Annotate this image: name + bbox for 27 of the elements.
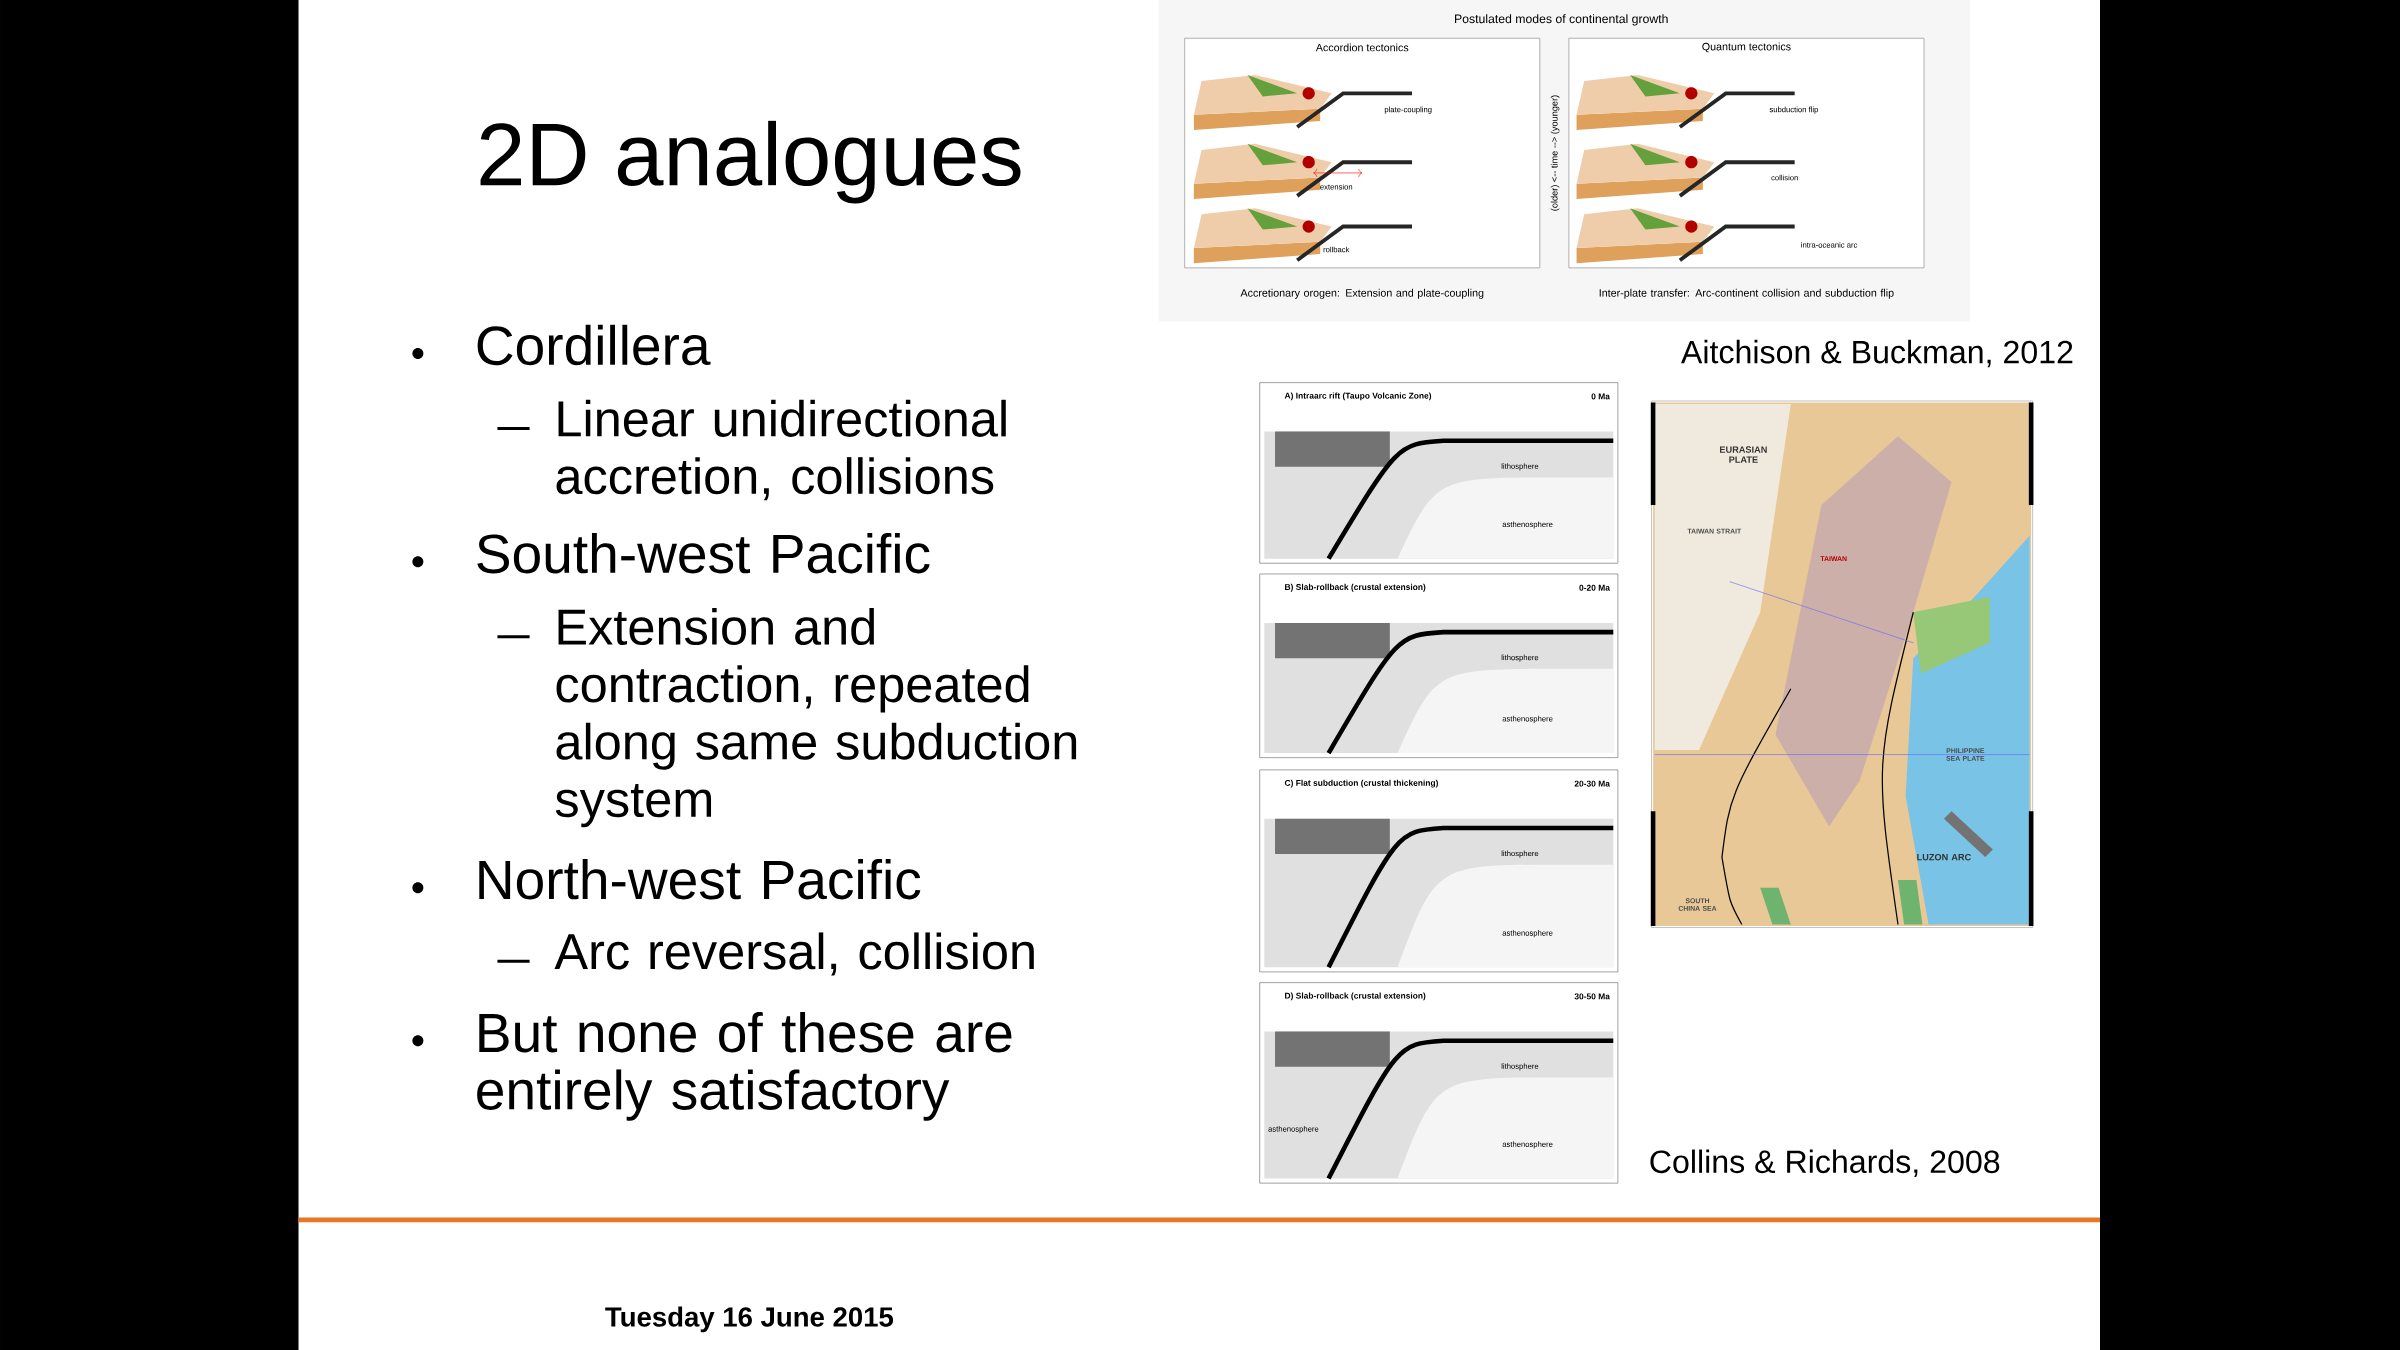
figure-label: Quantum tectonics <box>1702 42 1791 53</box>
slide-title: 2D analogues <box>480 120 1021 204</box>
figure-caption: Accretionary orogen: Extension and plate-coupling <box>1240 288 1484 299</box>
figure-caption: Inter-plate transfer: Arc-continent collision and subduction flip <box>1599 288 1894 299</box>
map-label: EURASIAN PLATE <box>1720 446 1767 463</box>
figure-label: Accordion tectonics <box>1315 43 1409 52</box>
citation: Collins & Richards, 2008 <box>1650 1149 2000 1177</box>
figure-heading: Postulated modes of continental growth <box>1455 14 1668 26</box>
panel-title: D) Slab-rollback (crustal extension) <box>1285 992 1426 1001</box>
sub-bullet-item: Linear unidirectional accretion, collisions <box>497 399 1006 501</box>
panel-title: B) Slab-rollback (crustal extension) <box>1285 583 1426 592</box>
map-label: LUZON ARC <box>1917 853 1971 861</box>
citation: Aitchison & Buckman, 2012 <box>1681 339 2073 368</box>
sub-bullet-item: Extension and contraction, repeated along same subduction system <box>497 607 1077 828</box>
bullet-item: Cordillera <box>412 324 711 366</box>
bullet-item: North-west Pacific <box>412 858 921 900</box>
date-text: Tuesday 16 June 2015 <box>605 1306 894 1333</box>
age-label: 0-20 Ma <box>1579 584 1610 591</box>
figure-label: (older) <-- time --> (younger) <box>1550 95 1560 211</box>
age-label: 0 Ma <box>1591 393 1610 400</box>
panel-title: C) Flat subduction (crustal thickening) <box>1284 779 1438 788</box>
age-label: 30-50 Ma <box>1574 993 1610 1000</box>
bullet-item: But none of these are entirely satisfactory <box>412 1012 1012 1121</box>
panel-title: A) Intraarc rift (Taupo Volcanic Zone) <box>1284 392 1432 401</box>
sub-bullet-item: Arc reversal, collision <box>497 932 1034 976</box>
age-label: 20-30 Ma <box>1574 780 1610 787</box>
bullet-item: South-west Pacific <box>412 532 930 574</box>
